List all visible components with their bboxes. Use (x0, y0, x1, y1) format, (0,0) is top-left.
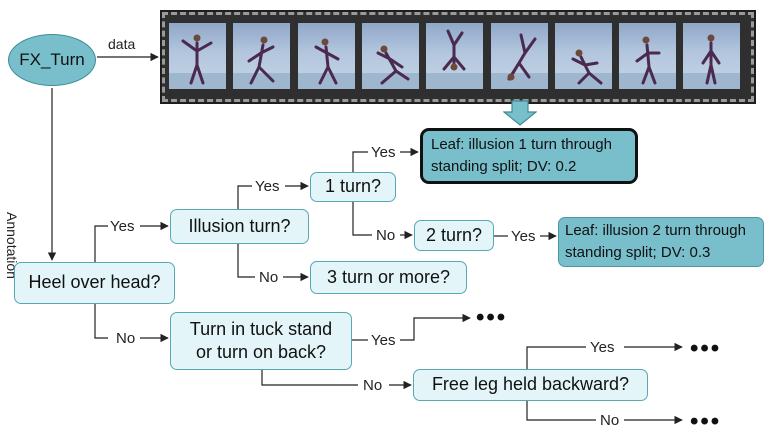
root-label: FX_Turn (19, 50, 85, 69)
label-illusion-no: No (259, 269, 279, 286)
node-1-turn: 1 turn? (310, 172, 396, 202)
edge-free-yes (526, 346, 586, 370)
leaf2-line2: standing split; DV: 0.3 (565, 243, 711, 261)
node-free-leg-backward: Free leg held backward? (413, 369, 648, 401)
edge-heel-no (94, 304, 108, 339)
edge-illusion-no (237, 243, 255, 278)
filmstrip-frame-4 (361, 23, 419, 89)
leaf-illusion-1-turn: Leaf: illusion 1 turn through standing s… (420, 128, 638, 184)
root-node-fx-turn: FX_Turn (8, 34, 96, 86)
filmstrip-frame-9 (683, 23, 741, 89)
filmstrip-frame-3 (297, 23, 355, 89)
label-tuck-no: No (363, 377, 383, 394)
edge-tuck-no (261, 370, 358, 386)
filmstrip-frame-8 (619, 23, 677, 89)
leaf1-line1: Leaf: illusion 1 turn through (431, 136, 612, 153)
node-heel-over-head: Heel over head? (14, 262, 175, 304)
edge-one-yes (352, 151, 368, 172)
leaf1-line2: standing split; DV: 0.2 (431, 157, 577, 175)
edge-free-no (526, 400, 596, 421)
label-free-yes: Yes (590, 339, 615, 356)
leaf2-line1: Leaf: illusion 2 turn through (565, 222, 746, 239)
label-free-no: No (600, 412, 620, 429)
label-two-yes: Yes (511, 228, 536, 245)
node-turn-in-tuck: Turn in tuck stand or turn on back? (170, 312, 352, 370)
edge-one-no (352, 202, 372, 236)
edge-label-data: data (108, 36, 136, 52)
label-one-no: No (376, 227, 396, 244)
label-tuck-yes: Yes (371, 332, 396, 349)
ellipsis-free-no: ••• (690, 408, 722, 435)
node-2-turn: 2 turn? (414, 220, 494, 251)
label-illusion-yes: Yes (255, 178, 280, 195)
node-illusion-turn: Illusion turn? (170, 209, 309, 244)
down-arrow-icon (503, 100, 537, 126)
filmstrip-frame-7 (554, 23, 612, 89)
label-heel-yes: Yes (110, 218, 135, 235)
filmstrip-frame-2 (233, 23, 291, 89)
label-one-yes: Yes (371, 144, 396, 161)
label-heel-no: No (116, 330, 136, 347)
filmstrip-frame-5 (426, 23, 484, 89)
edge-illusion-yes (237, 185, 252, 210)
filmstrip-frame-1 (169, 23, 226, 89)
ellipsis-tuck-yes: ••• (476, 304, 508, 331)
edge-heel-yes (94, 225, 108, 262)
ellipsis-free-yes: ••• (690, 335, 722, 362)
node-3-turn-or-more: 3 turn or more? (310, 261, 467, 294)
video-frames-filmstrip (160, 10, 756, 104)
leaf-illusion-2-turn: Leaf: illusion 2 turn through standing s… (558, 217, 764, 267)
filmstrip-frame-6 (490, 23, 548, 89)
